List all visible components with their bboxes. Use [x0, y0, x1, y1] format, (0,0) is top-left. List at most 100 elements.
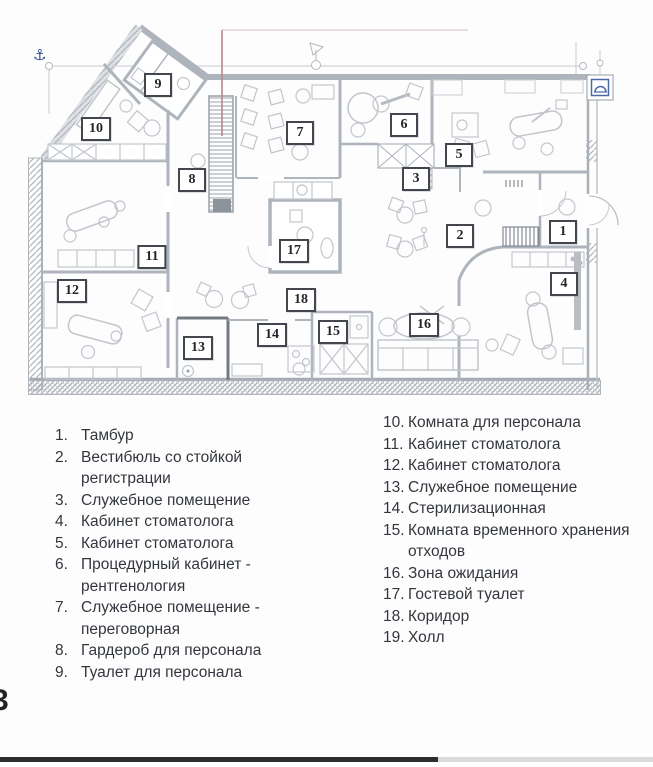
room-number: 8: [188, 172, 196, 187]
legend-item-text: Кабинет стоматолога: [81, 513, 234, 530]
legend-column-right: 10. Комната для персонала 11. Кабинет ст…: [383, 412, 648, 649]
legend-item: 17. Гостевой туалет: [383, 584, 648, 606]
clipped-edge-character: 3: [0, 684, 9, 717]
room-number-label: 7: [286, 121, 314, 145]
room-number-label: 2: [446, 224, 474, 248]
room-number-label: 6: [390, 113, 418, 137]
legend-item-number: 16.: [383, 564, 405, 582]
room-number-label: 8: [178, 168, 206, 192]
video-progress-fill: [0, 757, 438, 762]
room-number: 14: [265, 327, 279, 342]
room-number: 5: [455, 147, 463, 162]
legend-item: 5. Кабинет стоматолога: [55, 533, 375, 555]
legend-item: 18. Коридор: [383, 606, 648, 628]
legend-item-text: Кабинет стоматолога: [408, 457, 561, 474]
floor-plan-drawing: [28, 24, 619, 395]
room-number: 2: [456, 228, 464, 243]
room-number-label: 3: [402, 167, 430, 191]
legend-item-number: 19.: [383, 629, 405, 646]
legend-item-number: 2.: [55, 448, 68, 466]
room-number-label: 5: [445, 143, 473, 167]
room-number-label: 14: [257, 323, 287, 347]
legend-item: 4. Кабинет стоматолога: [55, 511, 375, 533]
legend-item: 11. Кабинет стоматолога: [383, 434, 648, 456]
room-number-label: 11: [137, 245, 167, 269]
room-number-label: 13: [183, 336, 213, 360]
legend-column-left: 1. Тамбур 2. Вестибюль со стойкой регист…: [55, 425, 375, 683]
room-number-label: 15: [318, 320, 348, 344]
room-number: 13: [191, 340, 205, 355]
legend-item: 2. Вестибюль со стойкой регистрации: [55, 447, 375, 490]
legend-item-number: 13.: [383, 478, 405, 496]
room-number: 10: [89, 121, 103, 136]
legend-item-text: Вестибюль со стойкой регистрации: [81, 448, 243, 488]
legend-item-number: 9.: [55, 663, 68, 681]
legend-item-text: Коридор: [408, 607, 470, 625]
legend-item-text: Стерилизационная: [408, 500, 546, 517]
interior-walls: [42, 39, 588, 380]
legend-item: 1. Тамбур: [55, 425, 375, 447]
survey-mark-icon: [309, 42, 325, 70]
legend-item-number: 15.: [383, 521, 405, 539]
legend-item-number: 12.: [383, 457, 405, 474]
legend-item-text: Тамбур: [81, 427, 134, 444]
section-line: [221, 29, 468, 136]
room-number-label: 10: [81, 117, 111, 141]
room-number: 3: [412, 171, 420, 186]
room-number: 11: [145, 249, 159, 264]
video-progress-bar[interactable]: [0, 757, 653, 762]
legend-item-number: 4.: [55, 513, 68, 530]
room-number: 9: [154, 77, 162, 92]
legend-item: 10. Комната для персонала: [383, 412, 648, 434]
legend-item-number: 17.: [383, 586, 405, 603]
floor-plan: ⚓ 1 2 3 4 5: [28, 24, 619, 395]
room-number-label: 17: [279, 239, 309, 263]
legend-item-text: Служебное помещение: [81, 491, 251, 509]
legend-item-number: 14.: [383, 500, 405, 517]
arch-marker-icon: [586, 74, 614, 101]
legend-item: 12. Кабинет стоматолога: [383, 455, 648, 477]
legend-item: 6. Процедурный кабинет - рентгенология: [55, 554, 375, 597]
legend-item-text: Комната временного хранения отходов: [408, 521, 630, 561]
legend-item: 16. Зона ожидания: [383, 563, 648, 585]
legend-item-number: 5.: [55, 534, 68, 552]
room-number: 4: [560, 276, 568, 291]
legend-item-text: Кабинет стоматолога: [81, 534, 234, 552]
anchor-icon: ⚓: [33, 47, 47, 64]
legend-item-number: 8.: [55, 642, 68, 659]
legend-item-number: 10.: [383, 414, 405, 431]
legend-item-text: Гардероб для персонала: [81, 642, 262, 659]
room-number-label: 1: [549, 220, 577, 244]
legend-item-text: Туалет для персонала: [81, 663, 243, 681]
legend-item-number: 3.: [55, 491, 68, 509]
legend-item-text: Холл: [408, 629, 445, 646]
legend-item: 8. Гардероб для персонала: [55, 640, 375, 662]
legend-item: 13. Служебное помещение: [383, 477, 648, 499]
legend-item-number: 11.: [383, 435, 404, 453]
room-number-label: 16: [409, 313, 439, 337]
room-number: 12: [65, 283, 79, 298]
room-number: 15: [326, 324, 340, 339]
room-number: 1: [559, 224, 567, 239]
legend-item: 9. Туалет для персонала: [55, 662, 375, 684]
legend-item-text: Комната для персонала: [408, 414, 581, 431]
legend-item: 7. Служебное помещение - переговорная: [55, 597, 375, 640]
legend-item-text: Служебное помещение - переговорная: [81, 599, 260, 638]
legend-item: 14. Стерилизационная: [383, 498, 648, 520]
legend-item-text: Кабинет стоматолога: [408, 435, 561, 453]
legend-item-number: 7.: [55, 599, 68, 616]
legend-item: 19. Холл: [383, 627, 648, 649]
room-number: 17: [287, 243, 301, 258]
legend-item-text: Зона ожидания: [408, 564, 519, 582]
legend-item-text: Служебное помещение: [408, 478, 578, 496]
room-number: 18: [294, 292, 308, 307]
room-number-label: 12: [57, 279, 87, 303]
legend-item: 15. Комната временного хранения отходов: [383, 520, 648, 563]
legend-item-text: Процедурный кабинет - рентгенология: [81, 556, 251, 595]
room-number: 16: [417, 317, 431, 332]
entrance-door-arcs: [585, 194, 619, 228]
legend-item: 3. Служебное помещение: [55, 490, 375, 512]
room-number: 6: [400, 117, 408, 132]
room-number-label: 9: [144, 73, 172, 97]
